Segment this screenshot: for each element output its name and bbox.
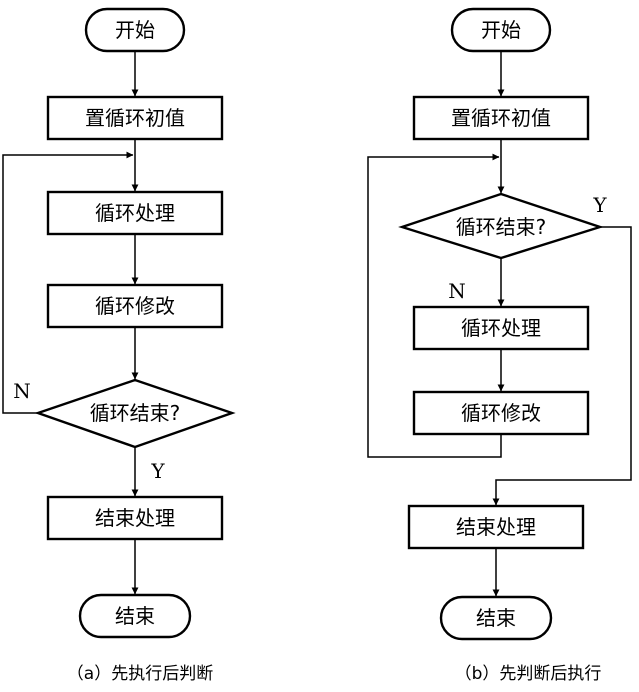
b-init-label: 置循环初值 [451, 106, 551, 130]
b-end-process-box [407, 504, 585, 550]
b-caption: （b）先判断后执行 [455, 664, 602, 684]
b-start-terminal [450, 7, 552, 53]
a-yes-label: Y [150, 459, 165, 483]
b-init-box [412, 95, 590, 141]
b-condition-diamond [398, 192, 604, 260]
a-process-box [46, 190, 224, 236]
a-modify-box [46, 283, 224, 329]
a-condition-label: 循环结束? [90, 401, 181, 425]
a-caption: （a）先执行后判断 [67, 664, 213, 684]
b-end-terminal [439, 595, 553, 641]
a-condition-diamond [34, 378, 236, 449]
a-init-box [46, 95, 224, 141]
a-end-process-box [46, 495, 224, 541]
b-process-label: 循环处理 [461, 316, 541, 340]
b-exit-line [492, 226, 632, 506]
b-end-label: 结束 [476, 606, 516, 630]
b-modify-box [412, 390, 590, 436]
a-loop-back-line [2, 151, 134, 414]
a-end-terminal [78, 593, 192, 639]
b-process-box [412, 305, 590, 351]
a-end-process-label: 结束处理 [95, 506, 175, 530]
flowchart-b: 开始 置循环初值 循环结束? Y N 循环处理 循环修改 结束处理 结束 （b）… [367, 7, 632, 684]
b-no-label: N [448, 279, 466, 303]
a-init-label: 置循环初值 [85, 106, 185, 130]
a-modify-label: 循环修改 [95, 294, 175, 318]
b-start-label: 开始 [481, 18, 521, 42]
a-start-label: 开始 [115, 18, 155, 42]
a-start-terminal [84, 7, 186, 53]
a-end-label: 结束 [115, 604, 155, 628]
b-loop-back-line [367, 153, 502, 458]
a-process-label: 循环处理 [95, 201, 175, 225]
flowchart-a: 开始 置循环初值 循环处理 循环修改 循环结束? N Y 结束处理 结束 （a）… [2, 7, 236, 684]
b-modify-label: 循环修改 [461, 401, 541, 425]
b-end-process-label: 结束处理 [456, 515, 536, 539]
b-yes-label: Y [592, 193, 607, 217]
a-no-label: N [13, 379, 31, 403]
b-condition-label: 循环结束? [456, 215, 547, 239]
